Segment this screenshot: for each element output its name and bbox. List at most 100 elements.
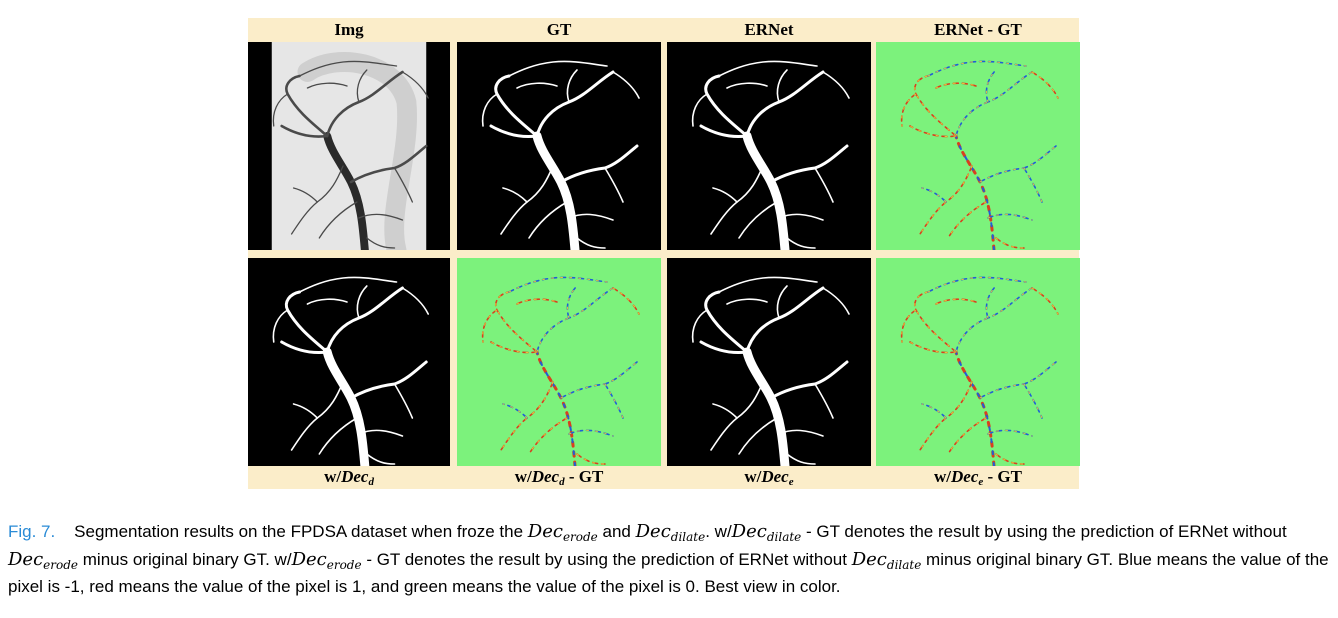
vessel-branch <box>280 124 329 138</box>
vessel-branch <box>393 167 414 203</box>
diff-branch <box>528 417 568 455</box>
vessel-branch <box>516 82 558 89</box>
diff-branch <box>502 403 528 419</box>
vessel-branch <box>712 187 738 203</box>
vessel-branch <box>691 93 708 127</box>
row-label-w-dec-d: w/Decd <box>324 467 374 488</box>
vessel-branch <box>568 213 614 221</box>
vessel-branch <box>393 383 414 419</box>
diff-branch <box>947 201 987 239</box>
vessel-branch <box>691 309 708 343</box>
panel-ernet <box>667 42 871 250</box>
vessel-branch <box>726 298 768 305</box>
figure-label: Fig. 7. <box>8 522 56 541</box>
diff-branch-edge <box>612 287 640 315</box>
row-label-w-dec-d-gt: w/Decd - GT <box>514 467 604 488</box>
vessel-branch <box>776 285 788 319</box>
vessel-branch <box>306 82 348 89</box>
vessel-branch <box>726 82 768 89</box>
vessel-branch <box>822 71 850 99</box>
vessel-branch <box>528 201 568 239</box>
diff-branch-edge <box>927 277 1027 293</box>
diff-branch <box>947 417 987 455</box>
diff-branch-edge <box>985 69 997 103</box>
vessel-branch <box>738 201 778 239</box>
vessel-branch <box>318 417 358 455</box>
vessel-branch <box>786 237 816 249</box>
diff-branch-edge <box>508 277 608 293</box>
vessel-branch <box>778 429 824 437</box>
diff-branch-edge <box>566 285 578 319</box>
diff-branch-edge <box>935 298 977 305</box>
vessel-branch <box>358 213 404 221</box>
row-label-w-dec-e: w/Dece <box>744 467 794 488</box>
figure-7: Img GT ERNet ERNet - GT w/Decd w/Decd - … <box>248 18 1080 489</box>
vessel-branch <box>280 340 329 354</box>
vessel-branch <box>292 187 318 203</box>
vessel-branch <box>576 237 606 249</box>
vessel-branch <box>366 453 396 465</box>
diff-branch <box>568 429 614 437</box>
row-label-w-dec-e-gt: w/Dece - GT <box>934 467 1022 488</box>
panel-w-dec-e-minus-gt <box>876 258 1080 466</box>
col-title-ernet: ERNet <box>744 20 794 39</box>
vessel-branch <box>318 201 358 239</box>
vessel-branch <box>292 403 319 419</box>
vessel-branch <box>718 276 818 293</box>
vessel-branch <box>814 383 834 419</box>
panel-w-dec-d <box>248 258 450 466</box>
vessel-branch <box>814 167 834 203</box>
diff-branch-edge <box>901 93 917 127</box>
panel-gt <box>457 42 661 250</box>
diff-branch-edge <box>901 309 917 343</box>
vessel-branch <box>366 237 396 249</box>
diff-branch <box>909 125 957 138</box>
vessel-branch <box>401 71 429 99</box>
vessel-branch <box>502 187 528 203</box>
diff-branch-edge <box>995 453 1025 465</box>
panel-img <box>248 42 450 250</box>
vessel-branch <box>566 69 578 103</box>
vessel-branch <box>822 287 850 315</box>
vessel-branch <box>272 93 289 127</box>
panel-w-dec-e <box>667 258 871 466</box>
col-title-ernet-gt: ERNet - GT <box>934 20 1022 39</box>
diff-branch <box>987 429 1033 437</box>
diff-branch-edge <box>927 61 1027 77</box>
vessel-branch <box>401 287 430 315</box>
vessel-branch <box>612 71 640 99</box>
vessel-branch <box>306 298 348 305</box>
diff-branch-edge <box>985 285 997 319</box>
vessel-branch <box>776 69 788 103</box>
vessel-branch <box>699 124 749 138</box>
vessel-branch <box>508 60 608 77</box>
figure-caption: Fig. 7. Segmentation results on the FPDS… <box>8 521 1329 596</box>
diff-branch <box>987 213 1033 221</box>
diff-branch-edge <box>516 298 558 305</box>
vessel-branch <box>356 285 368 319</box>
vessel-branch <box>356 69 368 103</box>
diff-branch-edge <box>1023 167 1043 203</box>
diff-branch-edge <box>1031 71 1059 99</box>
col-title-img: Img <box>334 20 364 39</box>
vessel-branch <box>272 309 289 343</box>
diff-branch <box>909 341 957 354</box>
panel-ernet-minus-gt <box>876 42 1080 250</box>
vessel-branch <box>699 340 749 354</box>
diff-branch-edge <box>576 453 606 465</box>
vessel-branch <box>481 93 498 127</box>
panel-w-dec-d-minus-gt <box>457 258 661 466</box>
diff-branch-edge <box>995 237 1025 249</box>
col-title-gt: GT <box>546 20 572 39</box>
diff-branch-edge <box>1023 383 1043 419</box>
vessel-branch <box>298 276 398 293</box>
vessel-branch <box>358 429 404 437</box>
diff-branch-edge <box>1031 287 1059 315</box>
vessel-branch <box>712 403 738 419</box>
diff-branch <box>490 341 538 354</box>
vessel-branch <box>738 417 778 455</box>
vessel-branch <box>604 167 624 203</box>
diff-branch-edge <box>935 82 977 89</box>
vessel-branch <box>718 60 818 77</box>
vessel-branch <box>489 124 539 138</box>
